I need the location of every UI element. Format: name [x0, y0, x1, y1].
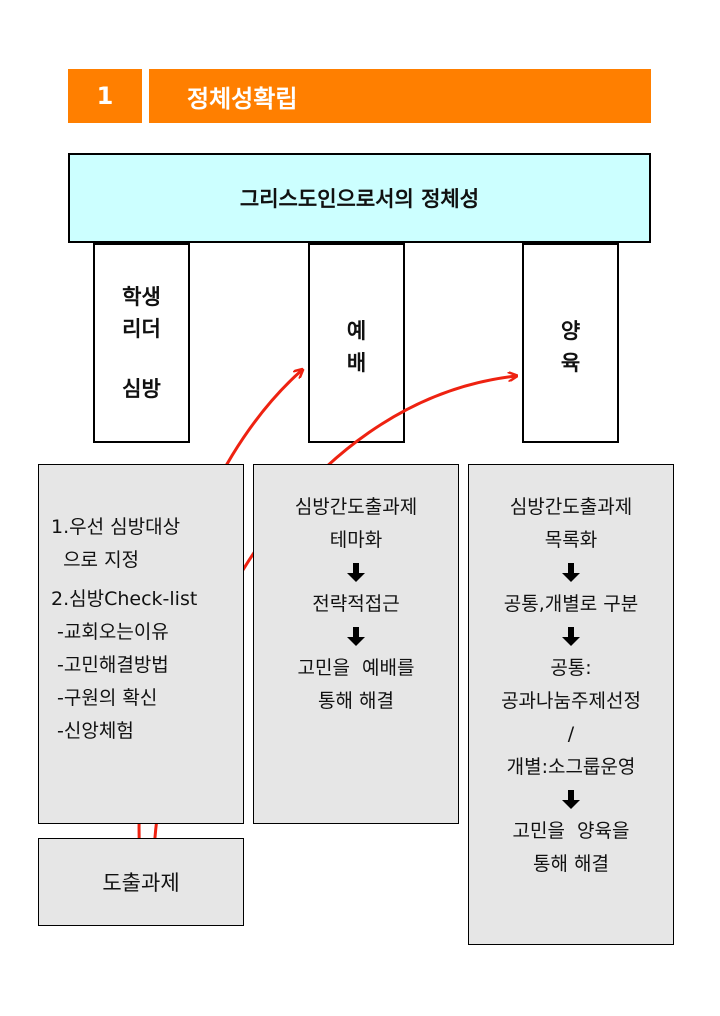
- process-line: 공과나눔주제선정: [501, 690, 641, 712]
- process-line: 고민을 양육을: [512, 820, 630, 842]
- pillar-student-leader-visit: 학생 리더 심방: [93, 243, 190, 443]
- visit-plan-line: -구원의 확신: [51, 687, 158, 709]
- derived-task-box: 도출과제: [38, 838, 244, 926]
- process-line: 심방간도출과제: [509, 496, 633, 518]
- section-title-bar: 정체성확립: [149, 69, 651, 123]
- down-arrow-icon: [347, 627, 365, 646]
- worship-process-box: 심방간도출과제 테마화 전략적접근 고민을 예배를 통해 해결: [253, 464, 459, 824]
- down-arrow-icon: [562, 627, 580, 646]
- pillar-label: 학생: [122, 285, 161, 309]
- visit-plan-box: 1.우선 심방대상 으로 지정 2.심방Check-list -교회오는이유 -…: [38, 464, 244, 824]
- visit-plan-line: -교회오는이유: [51, 621, 169, 643]
- process-line: /: [567, 723, 575, 745]
- visit-plan-line: -신앙체험: [51, 720, 134, 742]
- pillar-worship: 예 배: [308, 243, 405, 443]
- process-line: 개별:소그룹운영: [506, 756, 636, 778]
- down-arrow-icon: [562, 563, 580, 582]
- process-line: 고민을 예배를: [297, 657, 415, 679]
- process-line: 테마화: [329, 529, 383, 551]
- section-number: 1: [96, 82, 114, 110]
- identity-banner: 그리스도인으로서의 정체성: [68, 153, 651, 243]
- down-arrow-icon: [347, 563, 365, 582]
- section-title: 정체성확립: [187, 84, 298, 113]
- pillar-label: 심방: [122, 377, 161, 401]
- visit-plan-line: 으로 지정: [51, 549, 140, 571]
- nurture-process-box: 심방간도출과제 목록화 공통,개별로 구분 공통: 공과나눔주제선정 / 개별:…: [468, 464, 674, 945]
- visit-plan-line: -고민해결방법: [51, 654, 169, 676]
- visit-plan-line: 1.우선 심방대상: [51, 516, 181, 538]
- process-line: 통해 해결: [318, 690, 394, 712]
- derived-task-label: 도출과제: [102, 871, 180, 895]
- pillar-label: 양: [560, 319, 581, 343]
- section-number-badge: 1: [68, 69, 142, 123]
- visit-plan-line: 2.심방Check-list: [51, 588, 198, 610]
- pillar-label: 배: [346, 351, 367, 375]
- process-line: 공통,개별로 구분: [503, 593, 639, 615]
- pillar-label: 육: [560, 351, 581, 375]
- process-line: 공통:: [550, 657, 592, 679]
- process-line: 목록화: [544, 529, 598, 551]
- pillar-label: 리더: [122, 317, 161, 341]
- process-line: 통해 해결: [533, 853, 609, 875]
- pillar-nurture: 양 육: [522, 243, 619, 443]
- process-line: 심방간도출과제: [294, 496, 418, 518]
- identity-banner-label: 그리스도인으로서의 정체성: [239, 187, 480, 211]
- pillar-label: 예: [346, 319, 367, 343]
- down-arrow-icon: [562, 790, 580, 809]
- process-line: 전략적접근: [312, 593, 400, 615]
